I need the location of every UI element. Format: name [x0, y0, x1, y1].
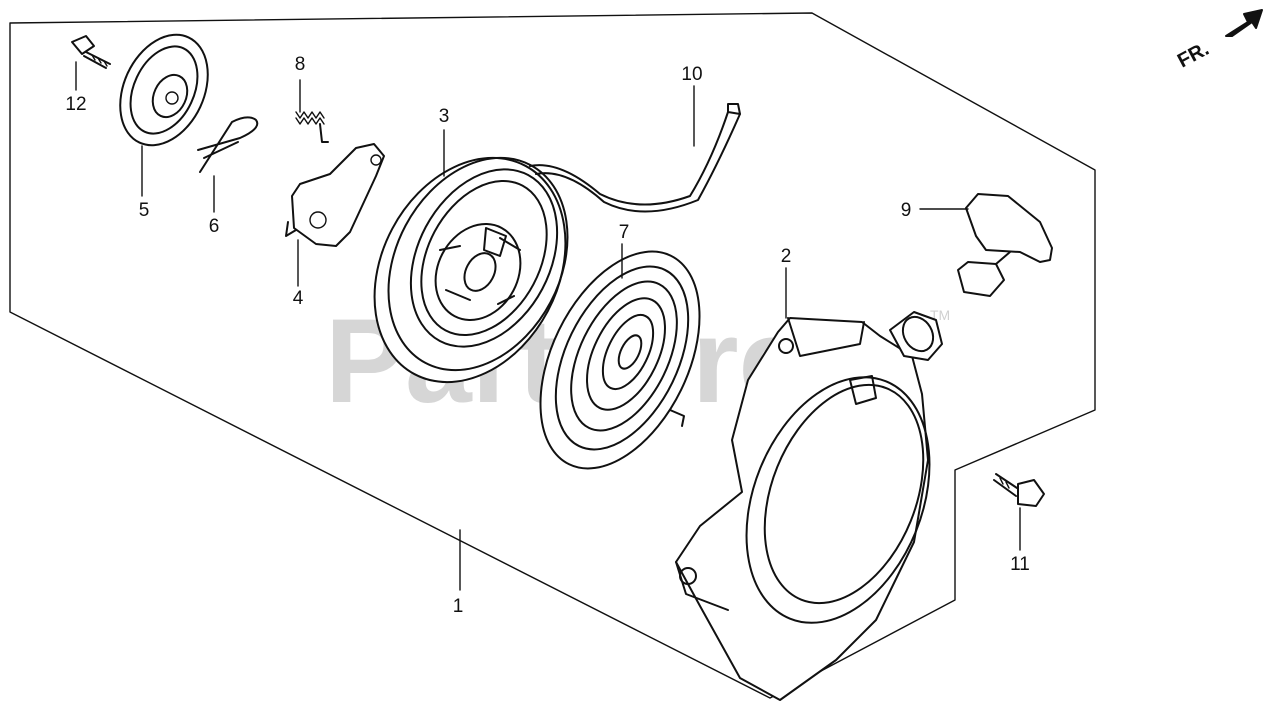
leader-lines: [75, 61, 1021, 591]
callout-5: 5: [139, 200, 150, 221]
callout-11: 11: [1010, 554, 1030, 575]
part-8-spring: [295, 111, 329, 143]
callout-6: 6: [209, 216, 220, 237]
callout-4: 4: [293, 288, 304, 309]
front-direction-indicator: FR.: [1174, 9, 1263, 73]
part-11-bolt: [993, 473, 1045, 507]
callout-8: 8: [295, 54, 306, 75]
part-2-case: [675, 311, 943, 701]
callout-3: 3: [439, 106, 450, 127]
part-3-reel: [373, 156, 569, 384]
callout-2: 2: [781, 246, 792, 267]
part-10-rope: [529, 103, 741, 213]
part-7-spiral-spring: [539, 250, 701, 470]
assembly-boundary: [9, 12, 1096, 699]
callout-9: 9: [901, 200, 912, 221]
callout-10: 10: [681, 64, 702, 85]
fr-arrow-icon: [1225, 9, 1263, 37]
part-4-pawl: [285, 143, 385, 247]
part-6-clip: [197, 116, 259, 173]
callout-7: 7: [619, 222, 630, 243]
callout-1: 1: [453, 596, 464, 617]
fr-label: FR.: [1174, 38, 1213, 73]
part-5-plate: [119, 33, 209, 147]
part-12-bolt: [71, 35, 111, 69]
callout-12: 12: [65, 94, 86, 115]
part-9-grip: [957, 193, 1053, 297]
callouts: 1 2 3 4 5 6 7 8 9 10 11 12: [65, 54, 1029, 617]
